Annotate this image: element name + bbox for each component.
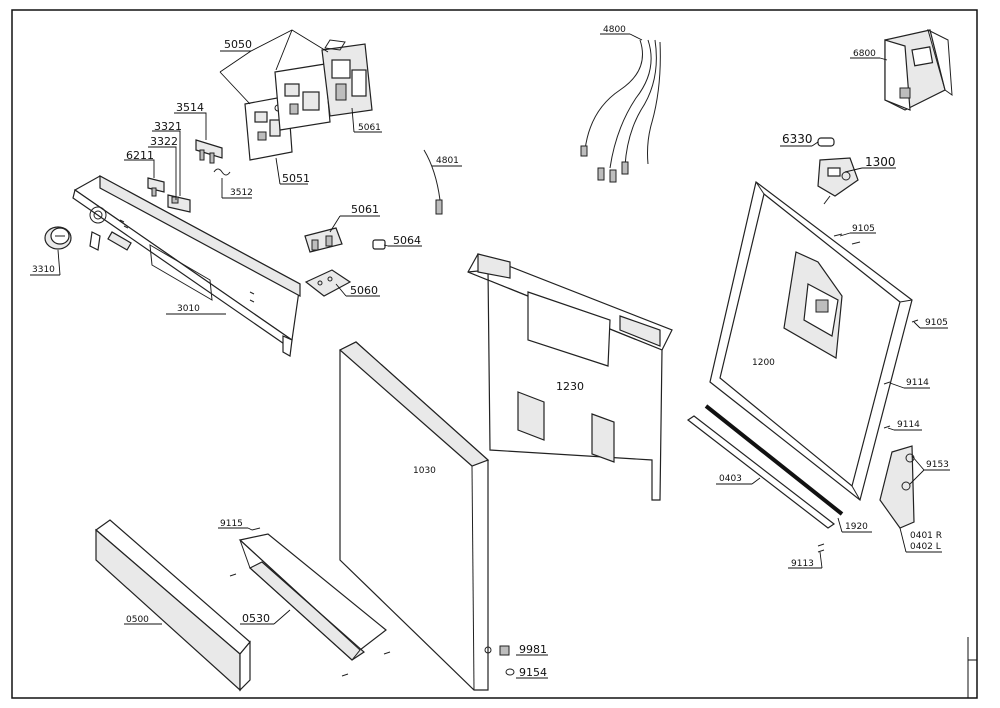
label-6211: 6211 [126, 149, 154, 162]
drawing-frame [11, 9, 978, 699]
label-5050: 5050 [224, 38, 252, 51]
part-lock-6330 [817, 137, 835, 147]
label-9105-upper: 9105 [852, 224, 875, 234]
part-knob-3310 [44, 226, 72, 250]
label-9153: 9153 [926, 460, 949, 470]
part-insulation-1230 [467, 253, 673, 501]
label-9115: 9115 [220, 519, 243, 529]
part-plug-5064 [372, 239, 386, 250]
label-5064: 5064 [393, 234, 421, 247]
part-harness-4800 [580, 39, 661, 183]
part-bracket-0530 [238, 533, 387, 661]
label-3322: 3322 [150, 135, 178, 148]
label-6330: 6330 [782, 132, 813, 146]
label-3010: 3010 [177, 304, 200, 314]
label-0403: 0403 [719, 474, 742, 484]
part-wire-4801 [423, 149, 443, 215]
label-5061-top: 5061 [358, 123, 381, 133]
part-module-5050 [274, 63, 331, 131]
label-3512: 3512 [230, 188, 253, 198]
label-0402: 0402 L [910, 542, 941, 552]
label-3514: 3514 [176, 101, 204, 114]
part-gasket-1920 [704, 404, 844, 516]
label-1920: 1920 [845, 522, 868, 532]
part-hinge-0401 [879, 445, 915, 529]
label-9114-lower: 9114 [897, 420, 920, 430]
label-0401: 0401 R [910, 531, 942, 541]
part-membrane-5060 [304, 269, 352, 297]
label-5051: 5051 [282, 172, 310, 185]
label-0530: 0530 [242, 612, 270, 625]
part-strip-0403 [686, 415, 836, 529]
screws [229, 233, 919, 677]
label-5060: 5060 [350, 284, 378, 297]
label-4801: 4801 [436, 156, 459, 166]
label-0500: 0500 [126, 615, 149, 625]
part-kickplate-0500 [95, 519, 251, 692]
part-bracket-5061 [304, 227, 343, 253]
part-lock-1300 [817, 157, 859, 205]
leader-lines [30, 29, 950, 679]
label-3321: 3321 [154, 120, 182, 133]
part-module-5061-housing [321, 39, 373, 117]
part-switch-6211 [147, 177, 165, 197]
label-1030: 1030 [413, 466, 436, 476]
part-inner-door-1200 [709, 180, 913, 502]
label-1300: 1300 [865, 155, 896, 169]
part-switch-3514 [195, 139, 223, 164]
part-switch-3321 [167, 194, 191, 213]
label-9113: 9113 [791, 559, 814, 569]
part-dispenser-6800 [884, 29, 953, 111]
label-5061-mid: 5061 [351, 203, 379, 216]
label-1230: 1230 [556, 380, 584, 393]
label-3310: 3310 [32, 265, 55, 275]
label-9981: 9981 [519, 643, 547, 656]
label-9114-upper: 9114 [906, 378, 929, 388]
label-6800: 6800 [853, 49, 876, 59]
part-control-panel-3010 [72, 174, 301, 357]
label-9105-right: 9105 [925, 318, 948, 328]
part-outer-door-1030 [338, 341, 492, 691]
part-spring-3512 [213, 168, 231, 176]
label-1200: 1200 [752, 358, 775, 368]
label-4800: 4800 [603, 25, 626, 35]
label-9154: 9154 [519, 666, 547, 679]
